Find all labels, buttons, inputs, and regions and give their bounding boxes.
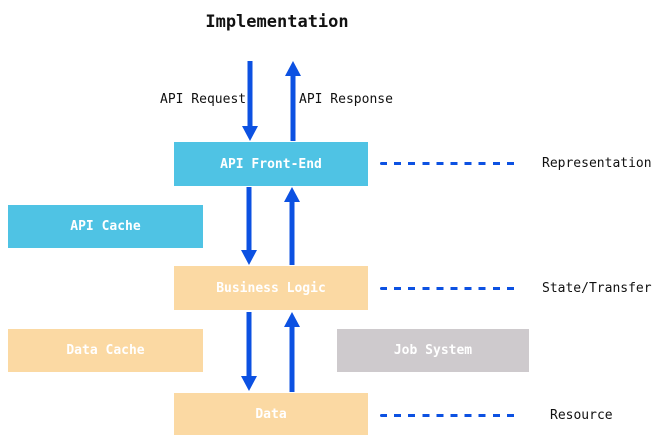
data-cache-label: Data Cache xyxy=(66,343,145,358)
api-response-label: API Response xyxy=(299,92,393,107)
api-request-arrow xyxy=(242,61,258,141)
state-transfer-dash-line xyxy=(380,287,521,290)
api-cache-label: API Cache xyxy=(70,219,141,234)
diagram-title: Implementation xyxy=(205,12,349,32)
business-logic-label: Business Logic xyxy=(216,280,326,296)
logic-to-frontend-arrow xyxy=(284,187,300,265)
representation-dash-line xyxy=(380,162,521,165)
business-logic-box: Business Logic xyxy=(174,266,368,310)
data-to-logic-arrow xyxy=(284,312,300,392)
api-front-end-box: API Front-End xyxy=(174,142,368,186)
job-system-label: Job System xyxy=(393,343,473,358)
api-front-end-label: API Front-End xyxy=(220,156,322,172)
resource-dash-line xyxy=(380,414,521,417)
data-cache-box: Data Cache xyxy=(8,329,203,372)
data-box: Data xyxy=(174,393,368,435)
frontend-to-logic-arrow xyxy=(241,187,257,265)
api-request-label: API Request xyxy=(160,92,247,107)
api-cache-box: API Cache xyxy=(8,205,203,248)
job-system-box: Job System xyxy=(337,329,529,372)
resource-label: Resource xyxy=(550,408,613,423)
representation-label: Representation xyxy=(542,156,652,171)
api-response-arrow xyxy=(285,61,301,141)
state-transfer-label: State/Transfer xyxy=(542,281,652,296)
logic-to-data-arrow xyxy=(241,312,257,391)
data-label: Data xyxy=(255,406,287,422)
